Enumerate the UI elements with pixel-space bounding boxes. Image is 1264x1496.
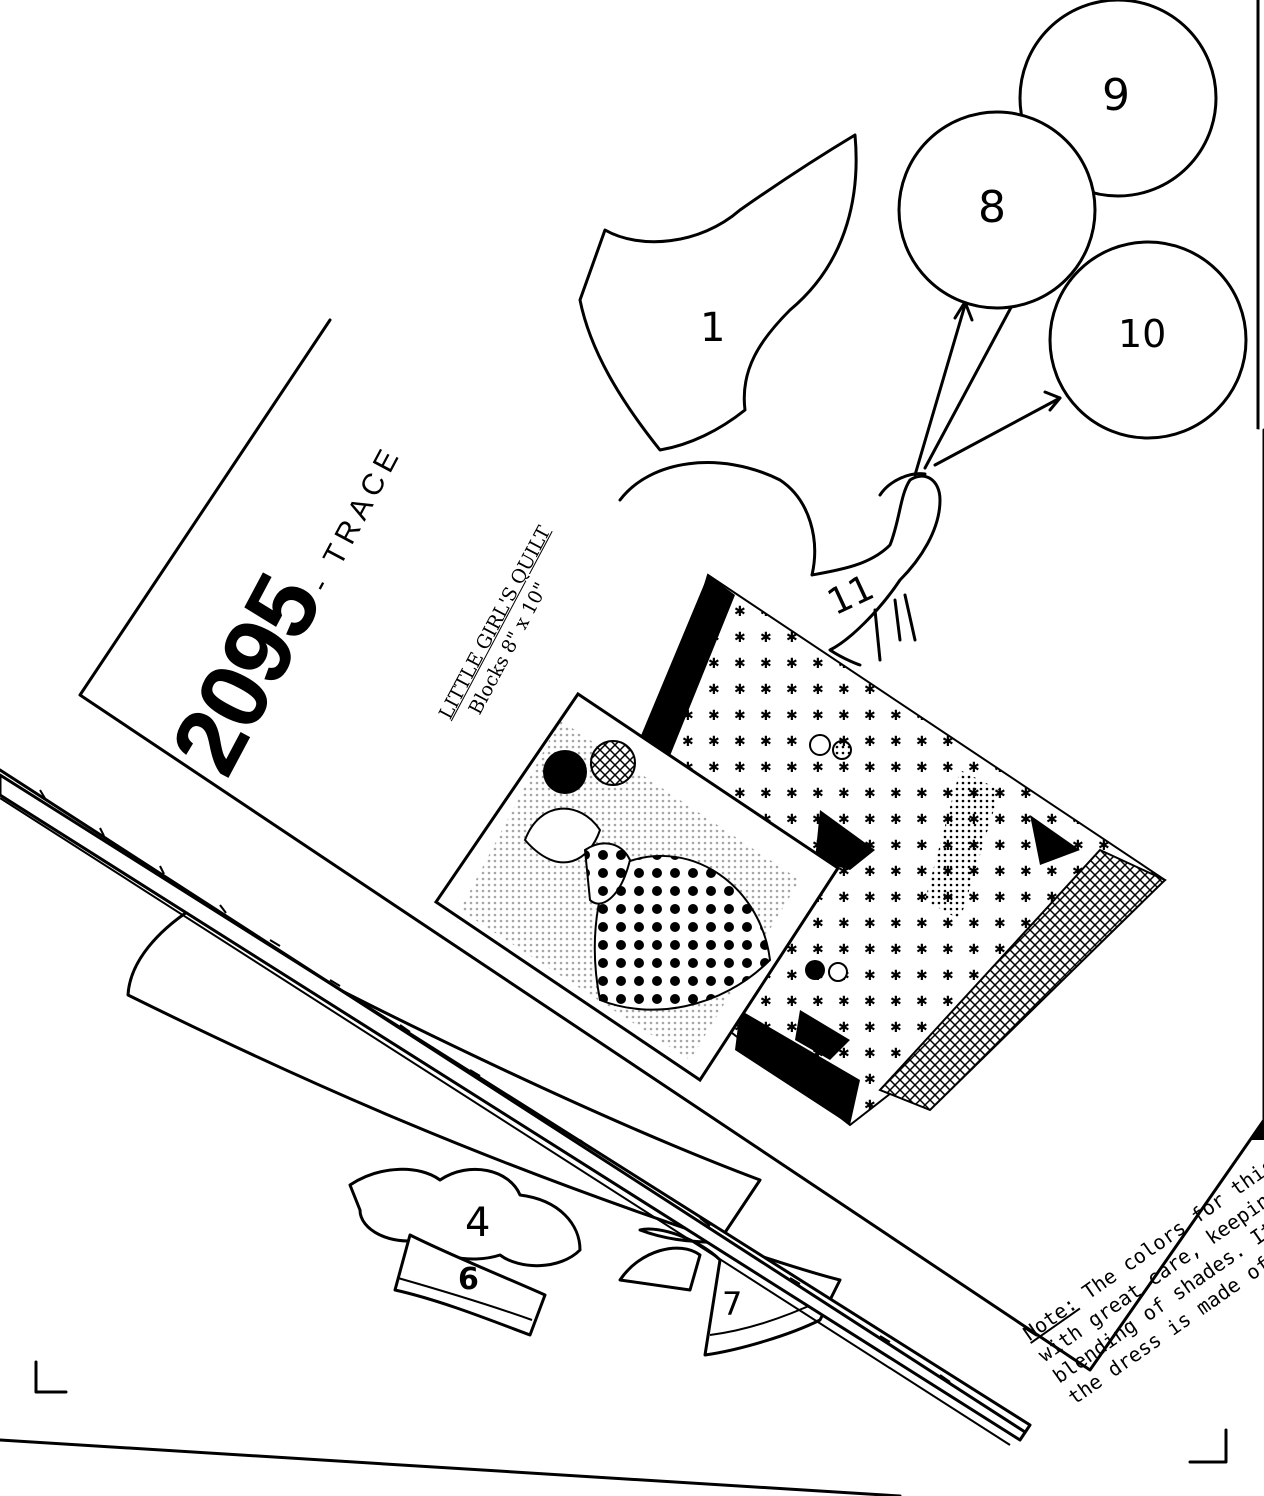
piece-6-inner-line: [397, 1277, 533, 1321]
strip-tick-marks: [39, 789, 951, 1383]
strip-edge-top: [0, 768, 1027, 1434]
piece-7-label: 7: [722, 1285, 743, 1323]
strip-edge-bottom: [0, 797, 1011, 1446]
balloon-strings-lower: [873, 593, 917, 662]
piece-8-balloon: [897, 110, 1097, 310]
scan-border-bottom: [0, 1438, 902, 1496]
piece-8-label: 8: [978, 182, 1006, 233]
piece-7-scallop: [618, 1246, 702, 1292]
piece-1-outline: [578, 133, 858, 452]
crop-mark-bottom-left: [34, 1360, 68, 1394]
piece-1-label: 1: [700, 305, 726, 351]
quilt-illustration: ✱: [433, 573, 1167, 1127]
piece-4-label: 4: [465, 1200, 491, 1246]
balloon-strings: [913, 298, 1062, 477]
piece-10-label: 10: [1118, 312, 1167, 356]
piece-6-label: 6: [458, 1262, 479, 1297]
hand-fingers: [878, 472, 927, 497]
crop-mark-bottom-right: [1188, 1428, 1228, 1464]
folded-strip: [0, 773, 1032, 1442]
piece-11-outline: [618, 461, 942, 667]
piece-10-balloon: [1048, 240, 1248, 440]
piece-9-label: 9: [1102, 70, 1130, 121]
piece-6-outline: [393, 1233, 547, 1337]
